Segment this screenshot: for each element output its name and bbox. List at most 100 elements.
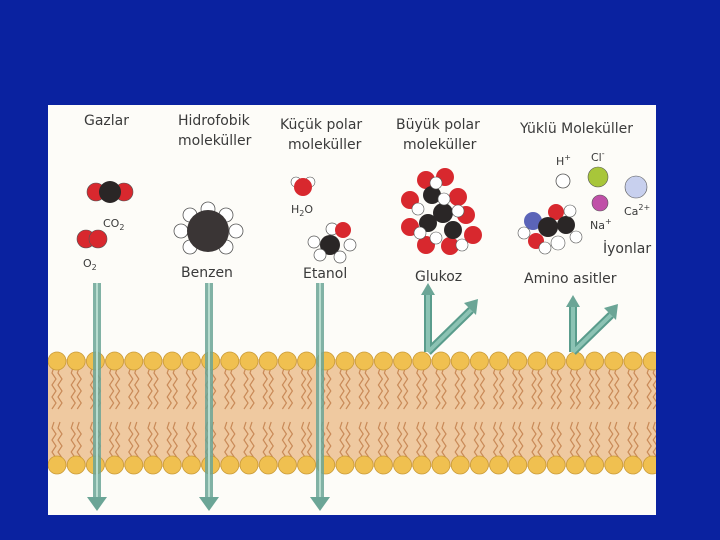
glukoz-label: Glukoz bbox=[415, 269, 462, 285]
lipid-tail bbox=[633, 366, 639, 410]
lipid-head bbox=[47, 351, 67, 371]
lipid-tail bbox=[383, 421, 390, 459]
lipid-tail bbox=[287, 421, 294, 459]
lipid-tail bbox=[262, 421, 268, 459]
lipid-tail bbox=[588, 366, 595, 410]
cl-ion-icon bbox=[587, 166, 609, 188]
lipid-tail bbox=[627, 421, 633, 459]
lipid-tail bbox=[147, 366, 153, 410]
arrowhead bbox=[604, 304, 618, 320]
lipid-tail bbox=[191, 366, 198, 410]
o2-molecule-icon bbox=[76, 229, 108, 249]
svg-text:Ca2+: Ca2+ bbox=[624, 203, 650, 218]
lipid-head bbox=[469, 351, 489, 371]
lipid-tail bbox=[172, 366, 178, 410]
lipid-tail bbox=[262, 366, 268, 410]
etanol-label: Etanol bbox=[303, 266, 347, 282]
arrowhead bbox=[421, 283, 435, 295]
lipid-tail bbox=[498, 421, 505, 459]
lipid-tail bbox=[51, 421, 57, 459]
arrowhead bbox=[87, 497, 107, 511]
lipid-tail bbox=[128, 366, 134, 410]
heading-yuklu: Yüklü Moleküller bbox=[519, 121, 633, 137]
lipid-tail bbox=[614, 366, 620, 410]
lipid-head bbox=[527, 351, 547, 371]
lipid-head bbox=[412, 455, 432, 475]
amino-label: Amino asitler bbox=[524, 271, 617, 287]
lipid-tail bbox=[460, 421, 466, 459]
lipid-head bbox=[566, 455, 585, 475]
lipid-tail bbox=[512, 421, 518, 459]
na-ion-icon bbox=[591, 194, 609, 212]
lipid-tail bbox=[76, 421, 82, 459]
svg-text:Cl-: Cl- bbox=[591, 149, 605, 164]
lipid-tail bbox=[166, 421, 172, 459]
lipid-head bbox=[220, 455, 240, 475]
lipid-tail bbox=[594, 421, 601, 459]
lipid-tail bbox=[134, 421, 140, 459]
h-ion: H+ bbox=[555, 153, 571, 189]
lipid-head bbox=[546, 351, 566, 371]
lipid-bilayer bbox=[47, 351, 662, 475]
lipid-tail bbox=[441, 421, 447, 459]
lipid-tail bbox=[281, 421, 288, 459]
lipid-head bbox=[239, 351, 259, 371]
lipid-tail bbox=[550, 366, 556, 410]
lipid-head bbox=[220, 351, 240, 371]
lipid-tail bbox=[114, 366, 121, 410]
lipid-tail bbox=[383, 366, 390, 410]
lipid-tail bbox=[627, 366, 633, 410]
lipid-tail bbox=[435, 421, 441, 459]
diffusion-arrows bbox=[87, 283, 330, 511]
lipid-head bbox=[508, 455, 528, 475]
benzen-molecule-icon bbox=[173, 201, 244, 255]
lipid-tail bbox=[537, 421, 543, 459]
etanol-molecule-icon bbox=[307, 222, 357, 264]
lipid-head bbox=[489, 455, 509, 475]
h-ion-icon bbox=[555, 173, 571, 189]
lipid-tail bbox=[416, 421, 422, 459]
cl-ion: Cl- bbox=[587, 149, 609, 188]
lipid-tail bbox=[345, 421, 351, 459]
lipid-tail bbox=[268, 366, 274, 410]
amino-acid-molecule-icon bbox=[517, 204, 583, 255]
lipid-tail bbox=[326, 366, 332, 410]
lipid-tail bbox=[435, 366, 441, 410]
lipid-tail bbox=[268, 421, 274, 459]
lipid-tail bbox=[518, 421, 524, 459]
lipid-tail bbox=[57, 366, 63, 410]
lipid-tail bbox=[306, 421, 313, 459]
lipid-tail bbox=[326, 421, 332, 459]
bilayer-body bbox=[48, 359, 656, 467]
lipid-tail bbox=[646, 366, 652, 410]
lipid-head bbox=[239, 455, 259, 475]
lipid-tail bbox=[594, 366, 601, 410]
lipid-tail bbox=[454, 366, 460, 410]
lipid-tail bbox=[300, 421, 307, 459]
lipid-head bbox=[297, 455, 317, 475]
lipid-tail bbox=[153, 421, 159, 459]
lipid-tail bbox=[575, 366, 582, 410]
lipid-head bbox=[47, 455, 67, 475]
lipid-head bbox=[143, 351, 163, 371]
lipid-tail bbox=[134, 366, 140, 410]
lipid-head bbox=[181, 351, 201, 371]
ca-ion: Ca2+ bbox=[624, 175, 650, 218]
lipid-head bbox=[393, 455, 413, 475]
lipid-tail bbox=[492, 366, 499, 410]
lipid-tail bbox=[89, 421, 96, 459]
lipid-tail bbox=[108, 366, 115, 410]
lipid-tails bbox=[51, 366, 658, 459]
lipid-tail bbox=[243, 421, 249, 459]
h2o-label: H2O bbox=[291, 203, 313, 218]
benzen-label: Benzen bbox=[181, 265, 233, 281]
arrowhead bbox=[310, 497, 330, 511]
lipid-head bbox=[604, 455, 624, 475]
heading-hidrofobik-1: Hidrofobik bbox=[178, 113, 251, 129]
lipid-tail bbox=[441, 366, 447, 410]
lipid-tail bbox=[108, 421, 115, 459]
na-ion: Na+ bbox=[590, 194, 612, 232]
lipid-head bbox=[354, 351, 374, 371]
svg-text:H+: H+ bbox=[556, 153, 571, 168]
lipid-tail bbox=[460, 366, 466, 410]
